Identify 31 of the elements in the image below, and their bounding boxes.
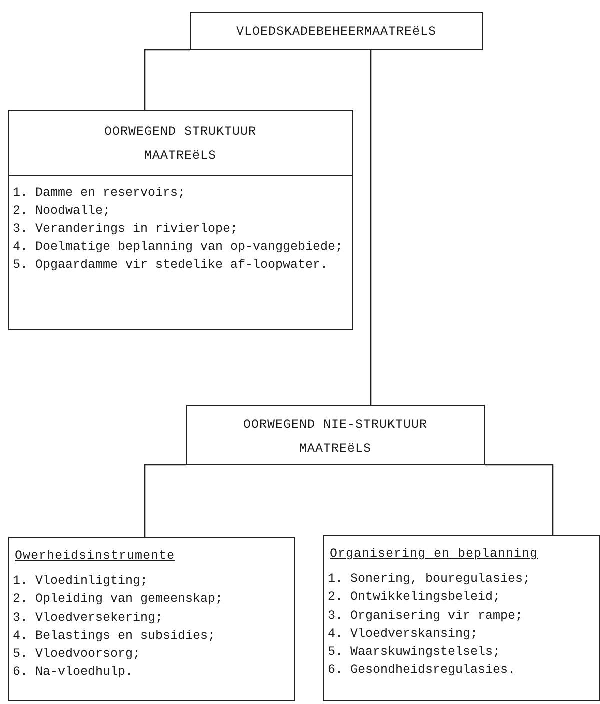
heading-box — [190, 12, 483, 50]
list-item: 1. Sonering, bouregulasies; — [328, 571, 532, 588]
list-item: 3. Veranderings in rivierlope; — [13, 220, 240, 238]
list-item: 1. Vloedinligting; — [13, 573, 150, 590]
list-box — [8, 110, 353, 330]
list-item: 6. Na-vloedhulp. — [13, 664, 134, 681]
list-item: 4. Doelmatige beplanning van op-vanggebiede; — [13, 238, 344, 256]
list-box — [323, 535, 600, 701]
list-item: 2. Ontwikkelingsbeleid; — [328, 589, 502, 606]
list-item: 1. Damme en reservoirs; — [13, 184, 187, 202]
box-heading: Owerheidsinstrumente — [15, 548, 176, 564]
box-heading: Organisering en beplanning — [330, 546, 538, 562]
box-heading: VLOEDSKADEBEHEERMAATREëLS — [236, 24, 437, 41]
connector-line — [144, 49, 190, 110]
list-item: 4. Belastings en subsidies; — [13, 628, 217, 645]
heading-box — [186, 405, 485, 465]
list-item: 4. Vloedverskansing; — [328, 626, 480, 643]
connector-line — [485, 464, 554, 535]
list-box — [8, 537, 295, 701]
list-item: 6. Gesondheidsregulasies. — [328, 662, 517, 679]
connector-line — [370, 49, 372, 405]
list-item: 5. Opgaardamme vir stedelike af-loopwater. — [13, 257, 330, 274]
box-heading: OORWEGEND NIE-STRUKTUUR MAATREëLS — [242, 417, 429, 458]
box-heading: OORWEGEND STRUKTUUR MAATREëLS — [103, 124, 258, 165]
list-item: 5. Vloedvoorsorg; — [13, 646, 142, 663]
list-item: 5. Waarskuwingstelsels; — [328, 644, 502, 661]
list-item: 3. Vloedversekering; — [13, 610, 164, 626]
list-item: 2. Noodwalle; — [13, 202, 112, 220]
list-item: 2. Opleiding van gemeenskap; — [13, 591, 224, 608]
connector-line — [144, 464, 186, 537]
list-item: 3. Organisering vir rampe; — [328, 608, 524, 624]
